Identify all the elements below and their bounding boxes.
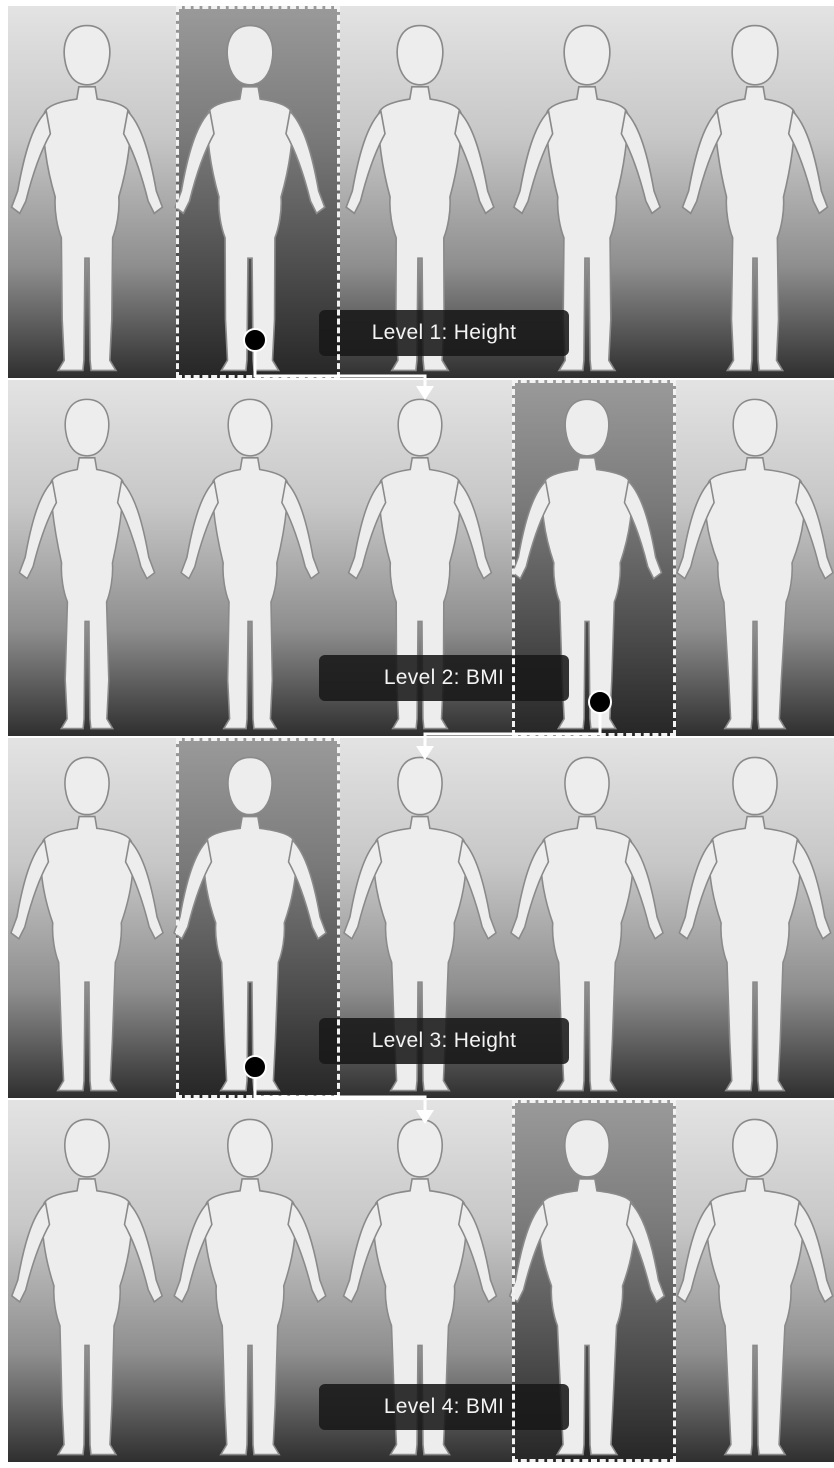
human-body-mesh-icon [7,1100,167,1462]
level-3-row: Level 3: Height [8,738,834,1098]
level-1-row: Level 1: Height [8,6,834,378]
level-3-label: Level 3: Height [319,1018,569,1064]
human-body-mesh-icon [7,6,167,378]
human-body-mesh-icon [7,380,167,736]
human-body-mesh-icon [170,1100,330,1462]
level-1-label: Level 1: Height [319,310,569,356]
human-body-mesh-icon [675,738,834,1098]
human-body-mesh-icon [7,738,167,1098]
level-2-row: Level 2: BMI [8,380,834,736]
human-body-mesh-icon [675,1100,834,1462]
human-body-mesh-icon [170,380,330,736]
human-body-mesh-icon [675,380,834,736]
selection-dashed-border [176,6,340,378]
selection-dashed-border [176,738,340,1098]
selection-dashed-border [512,380,676,736]
human-body-mesh-icon [675,6,834,378]
selection-dashed-border [512,1100,676,1462]
level-4-row: Level 4: BMI [8,1100,834,1462]
